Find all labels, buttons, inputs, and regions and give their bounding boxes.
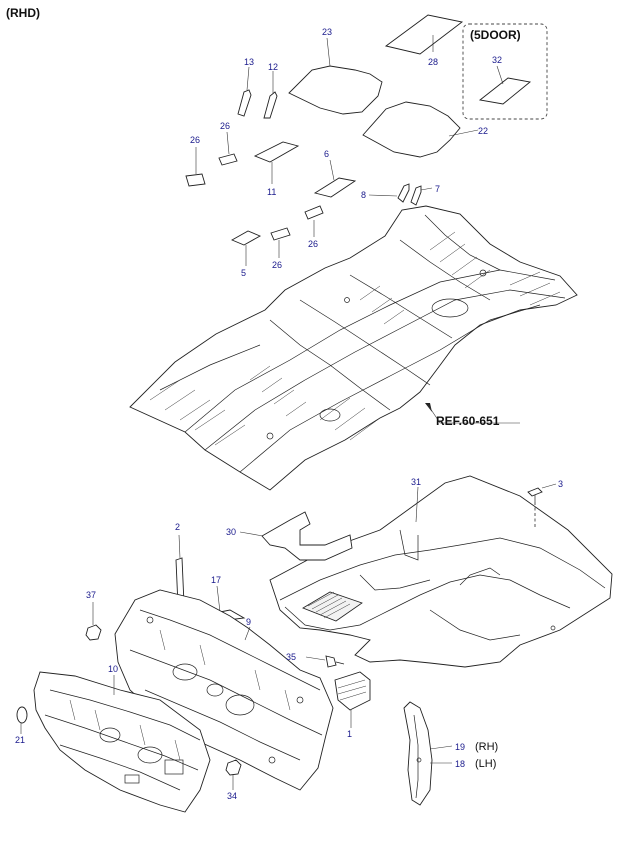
- part-3-clip: [527, 483, 557, 528]
- callout-10: 10: [108, 664, 119, 674]
- part-6-pad: [313, 177, 357, 198]
- callout-19: 19: [455, 742, 466, 752]
- part-12-clip: [263, 91, 278, 119]
- inset-5door-box: [462, 23, 548, 120]
- inset-title: (5DOOR): [470, 28, 521, 42]
- callout-3: 3: [558, 479, 564, 489]
- part-7-clip: [410, 185, 422, 206]
- reference-arrow: [425, 403, 520, 424]
- part-22-mat: [362, 101, 461, 158]
- callout-26-b: 26: [220, 121, 231, 131]
- part-37-nut: [85, 602, 102, 641]
- callout-31: 31: [411, 477, 422, 487]
- callout-9: 9: [246, 617, 252, 627]
- callout-2: 2: [175, 522, 181, 532]
- callout-21: 21: [15, 735, 26, 745]
- callout-6: 6: [324, 149, 330, 159]
- callout-5: 5: [241, 268, 247, 278]
- callout-18: 18: [455, 759, 466, 769]
- part-23-mat: [288, 65, 383, 115]
- floor-pan-assembly: [129, 205, 578, 491]
- callout-34: 34: [227, 791, 238, 801]
- callout-17: 17: [211, 575, 222, 585]
- callout-11: 11: [267, 187, 277, 197]
- lh-label: (LH): [475, 758, 497, 770]
- part-28-panel: [384, 14, 464, 55]
- variant-label: (RHD): [6, 6, 40, 20]
- callout-1: 1: [347, 729, 353, 739]
- part-30-duct: [261, 511, 353, 561]
- callout-32: 32: [492, 55, 503, 65]
- callout-22: 22: [478, 126, 489, 136]
- part-5-pad: [230, 230, 262, 246]
- part-32-pad: [478, 77, 532, 105]
- callout-28: 28: [428, 57, 439, 67]
- part-35-bolt: [305, 655, 345, 668]
- callout-12: 12: [268, 62, 279, 72]
- part-31-carpet: [269, 475, 613, 668]
- rh-label: (RH): [475, 741, 499, 753]
- part-34-nut: [225, 759, 242, 790]
- callout-26-d: 26: [272, 260, 283, 270]
- callout-8: 8: [361, 190, 367, 200]
- callout-35: 35: [286, 652, 297, 662]
- part-8-clip: [397, 183, 410, 203]
- callout-26-c: 26: [308, 239, 319, 249]
- part-1-grommet: [334, 671, 371, 728]
- callout-13: 13: [244, 57, 255, 67]
- reference-label: REF.60-651: [436, 414, 500, 428]
- callout-26-a: 26: [190, 135, 201, 145]
- part-19-18-side-trim: [403, 701, 453, 806]
- part-26-blocks: [185, 131, 324, 258]
- callout-23: 23: [322, 27, 333, 37]
- callout-7: 7: [435, 184, 441, 194]
- callout-37: 37: [86, 590, 97, 600]
- part-21-plug: [16, 706, 28, 724]
- part-11-pad: [253, 141, 300, 163]
- part-10-insulator: [33, 671, 211, 813]
- callout-30: 30: [226, 527, 237, 537]
- part-13-clip: [237, 89, 252, 117]
